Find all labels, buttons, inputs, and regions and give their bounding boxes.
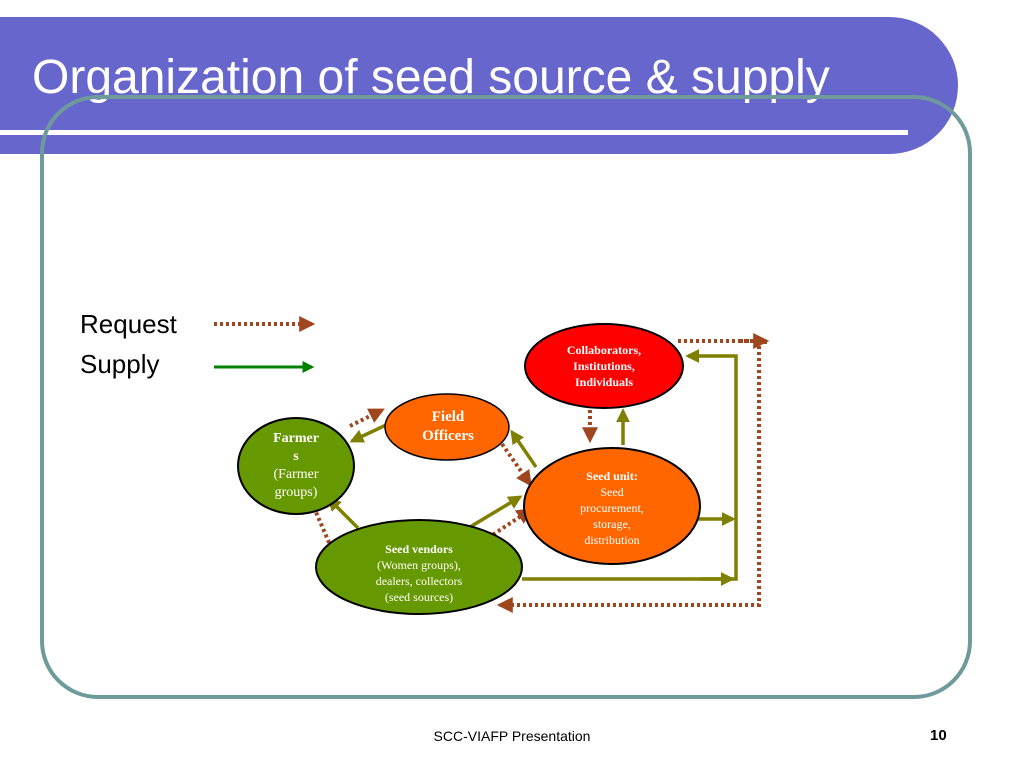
farmers-line2: s	[293, 449, 299, 464]
title-underline	[0, 130, 908, 135]
supply-arrow-field-to-farmers	[349, 423, 387, 443]
seed-unit-line4: storage,	[593, 517, 631, 531]
legend-request-label: Request	[80, 309, 177, 339]
request-arrow-field-to-seedunit	[500, 442, 532, 487]
seed-unit-line2: Seed	[600, 485, 624, 499]
field-officers-line2: Officers	[422, 428, 474, 444]
farmers-text: Farmer s (Farmer groups)	[258, 430, 334, 502]
slide-frame	[40, 95, 972, 699]
supply-arrow-seedunit-to-field	[510, 429, 538, 468]
node-seed-vendors	[315, 519, 523, 615]
request-arrow-farmers-to-field	[349, 408, 385, 428]
node-field-officers	[384, 393, 510, 461]
seed-unit-line5: distribution	[584, 533, 640, 547]
slide-footer: SCC-VIAFP Presentation	[433, 728, 591, 744]
seed-unit-line3: procurement,	[580, 501, 644, 515]
collaborators-line3: Individuals	[574, 375, 634, 389]
legend-supply-label: Supply	[80, 349, 160, 379]
node-farmers	[237, 417, 355, 515]
seed-vendors-text: Seed vendors (Women groups), dealers, co…	[350, 541, 488, 605]
farmers-line1: Farmer	[273, 431, 319, 446]
farmers-line3: (Farmer	[273, 467, 319, 482]
field-officers-line1: Field	[431, 409, 465, 425]
collaborators-text: Collaborators, Institutions, Individuals	[544, 342, 664, 390]
seed-vendors-line1: Seed vendors	[385, 542, 453, 556]
field-officers-text: Field Officers	[400, 408, 496, 446]
collaborators-line1: Collaborators,	[566, 343, 642, 357]
seed-vendors-line2: (Women groups),	[377, 558, 461, 572]
collaborators-line2: Institutions,	[573, 359, 635, 373]
seed-vendors-line4: (seed sources)	[384, 590, 454, 604]
seed-unit-text: Seed unit: Seed procurement, storage, di…	[560, 468, 664, 548]
seed-vendors-line3: dealers, collectors	[375, 574, 463, 588]
request-arrow-vendors-to-seedunit	[486, 508, 533, 540]
node-collaborators	[524, 323, 684, 409]
node-seed-unit	[523, 447, 701, 565]
page-number: 10	[930, 727, 947, 744]
farmers-line4: groups)	[274, 485, 318, 500]
supply-arrow-vendors-to-collab	[522, 349, 738, 581]
supply-arrow-vendors-to-farmers	[327, 497, 360, 530]
seed-unit-line1: Seed unit:	[586, 469, 638, 483]
